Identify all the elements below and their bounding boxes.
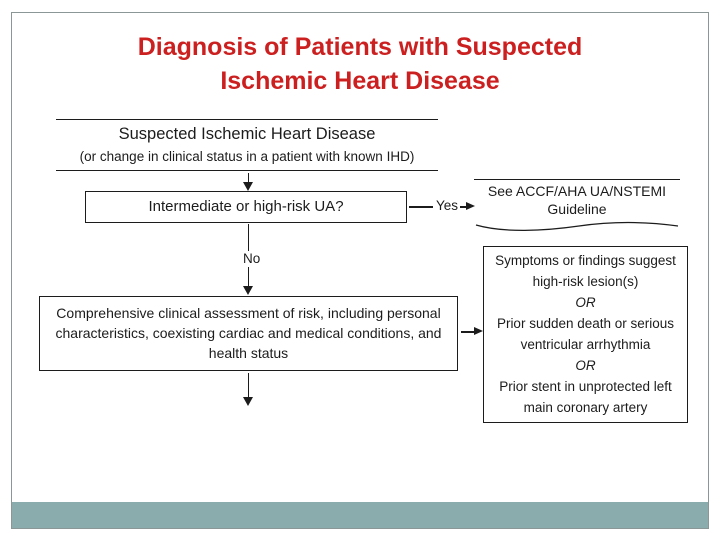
flowchart-assessment-node: Comprehensive clinical assessment of ris… <box>39 296 458 371</box>
arrow-assessment-down-stem <box>247 373 249 397</box>
highrisk-line: main coronary artery <box>523 400 648 415</box>
start-node-subheading: (or change in clinical status in a patie… <box>79 149 415 164</box>
guideline-note-line2: Guideline <box>547 201 607 217</box>
start-node-heading: Suspected Ischemic Heart Disease <box>118 125 376 143</box>
wavy-divider-icon <box>475 221 679 232</box>
arrowhead-down-icon <box>243 397 253 406</box>
slide-title: Diagnosis of Patients with Suspected Isc… <box>12 30 708 98</box>
highrisk-line: Prior stent in unprotected left <box>499 379 672 394</box>
arrowhead-down-icon <box>243 286 253 295</box>
highrisk-line: Prior sudden death or serious <box>496 316 675 331</box>
arrow-start-to-decision <box>247 173 249 183</box>
flowchart-highrisk-node: Symptoms or findings suggest high-risk l… <box>483 246 688 423</box>
highrisk-line: high-risk lesion(s) <box>532 274 639 289</box>
highrisk-line: Symptoms or findings suggest <box>495 253 676 268</box>
slide-accent-bar <box>12 502 708 528</box>
guideline-reference-note: See ACCF/AHA UA/NSTEMI Guideline <box>474 179 680 233</box>
slide-title-line2: Ischemic Heart Disease <box>220 67 500 95</box>
arrowhead-down-icon <box>243 182 253 191</box>
arrow-yes-segment <box>460 206 467 208</box>
arrowhead-right-icon <box>466 202 475 210</box>
arrow-yes-segment <box>409 206 434 208</box>
highrisk-or-label: OR <box>575 358 596 373</box>
highrisk-line: ventricular arrhythmia <box>520 337 651 352</box>
assessment-line3: health status <box>208 345 289 361</box>
slide: Diagnosis of Patients with Suspected Isc… <box>11 12 709 529</box>
guideline-note-line1: See ACCF/AHA UA/NSTEMI <box>487 183 667 199</box>
highrisk-or-label: OR <box>575 295 596 310</box>
slide-title-line1: Diagnosis of Patients with Suspected <box>137 33 583 61</box>
no-edge-label: No <box>240 251 264 267</box>
flowchart-decision-node: Intermediate or high-risk UA? <box>85 191 407 223</box>
assessment-line2: characteristics, coexisting cardiac and … <box>55 325 442 341</box>
arrow-assessment-to-highrisk <box>461 331 474 333</box>
yes-edge-label: Yes <box>433 198 462 214</box>
flowchart-start-node: Suspected Ischemic Heart Disease (or cha… <box>56 119 438 171</box>
assessment-line1: Comprehensive clinical assessment of ris… <box>56 305 441 321</box>
arrowhead-right-icon <box>474 327 483 335</box>
